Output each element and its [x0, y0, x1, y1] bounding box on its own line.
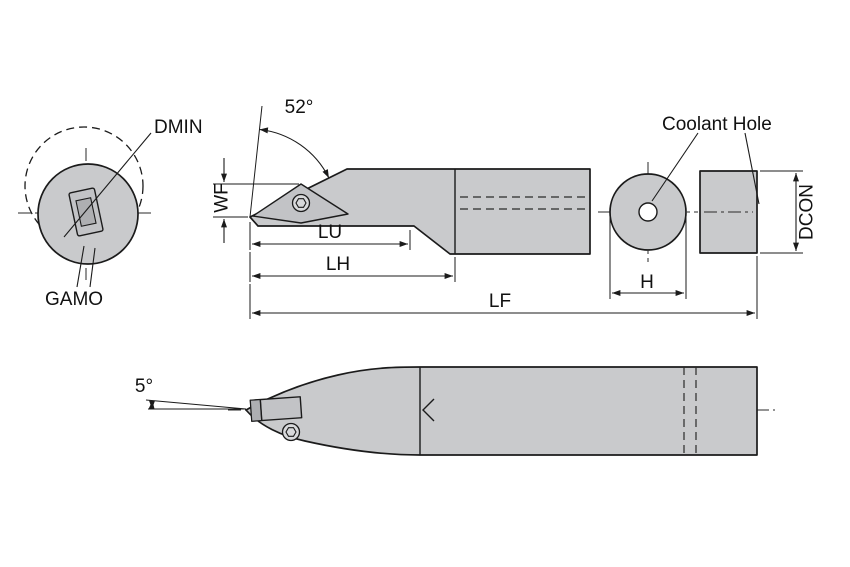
clamp-screw-hex-socket: [285, 427, 297, 437]
shank-section-view: H: [598, 162, 698, 299]
label-side-angle: 5°: [135, 376, 153, 397]
dcon-dimension: DCON: [760, 170, 818, 254]
side-view-body: [249, 168, 591, 255]
insert-screw: [291, 193, 311, 213]
front-edge-extension-line: [249, 105, 263, 218]
bottom-view: 5°: [135, 366, 775, 456]
gamo-leader-line-1: [76, 245, 85, 288]
center-mark: [422, 398, 435, 422]
wf-dimension: WF: [212, 158, 299, 243]
end-view: DMIN GAMO: [18, 117, 203, 310]
label-dcon: DCON: [797, 184, 818, 240]
bottom-view-body: [245, 366, 758, 456]
coolant-hole-circle: [638, 202, 658, 222]
lh-dimension: LH: [249, 252, 456, 282]
lf-dimension: LF: [249, 256, 758, 319]
label-lh: LH: [326, 254, 350, 275]
gamo-leader-line-2: [89, 247, 96, 288]
dmin-leader-line: [63, 132, 152, 238]
clamp-screw: [281, 422, 301, 442]
top-angle-arc: [259, 127, 330, 179]
label-coolant-hole: Coolant Hole: [662, 114, 772, 135]
coolant-hole-annotation: Coolant Hole: [651, 114, 772, 205]
label-top-angle: 52°: [285, 97, 314, 118]
side-view: 52° WF LU LH LF: [212, 97, 758, 319]
bottom-view-insert: [249, 396, 303, 422]
top-angle-annotation: 52°: [249, 97, 330, 218]
shank-end-view: DCON Coolant Hole: [651, 114, 818, 254]
insert-screw-hex-socket: [295, 198, 307, 208]
angle-line-sloped: [145, 399, 247, 410]
h-dimension: H: [609, 216, 687, 299]
label-dmin: DMIN: [154, 117, 203, 138]
label-h: H: [640, 272, 654, 293]
label-lu: LU: [318, 222, 342, 243]
lu-dimension: LU: [249, 222, 411, 250]
label-wf: WF: [212, 183, 233, 213]
coolant-leader-to-end: [744, 132, 760, 205]
label-gamo: GAMO: [45, 289, 103, 310]
label-lf: LF: [489, 291, 511, 312]
insert-edge-line: [259, 399, 263, 421]
side-angle-annotation: 5°: [135, 376, 247, 410]
coolant-leader-to-hole: [651, 132, 699, 202]
